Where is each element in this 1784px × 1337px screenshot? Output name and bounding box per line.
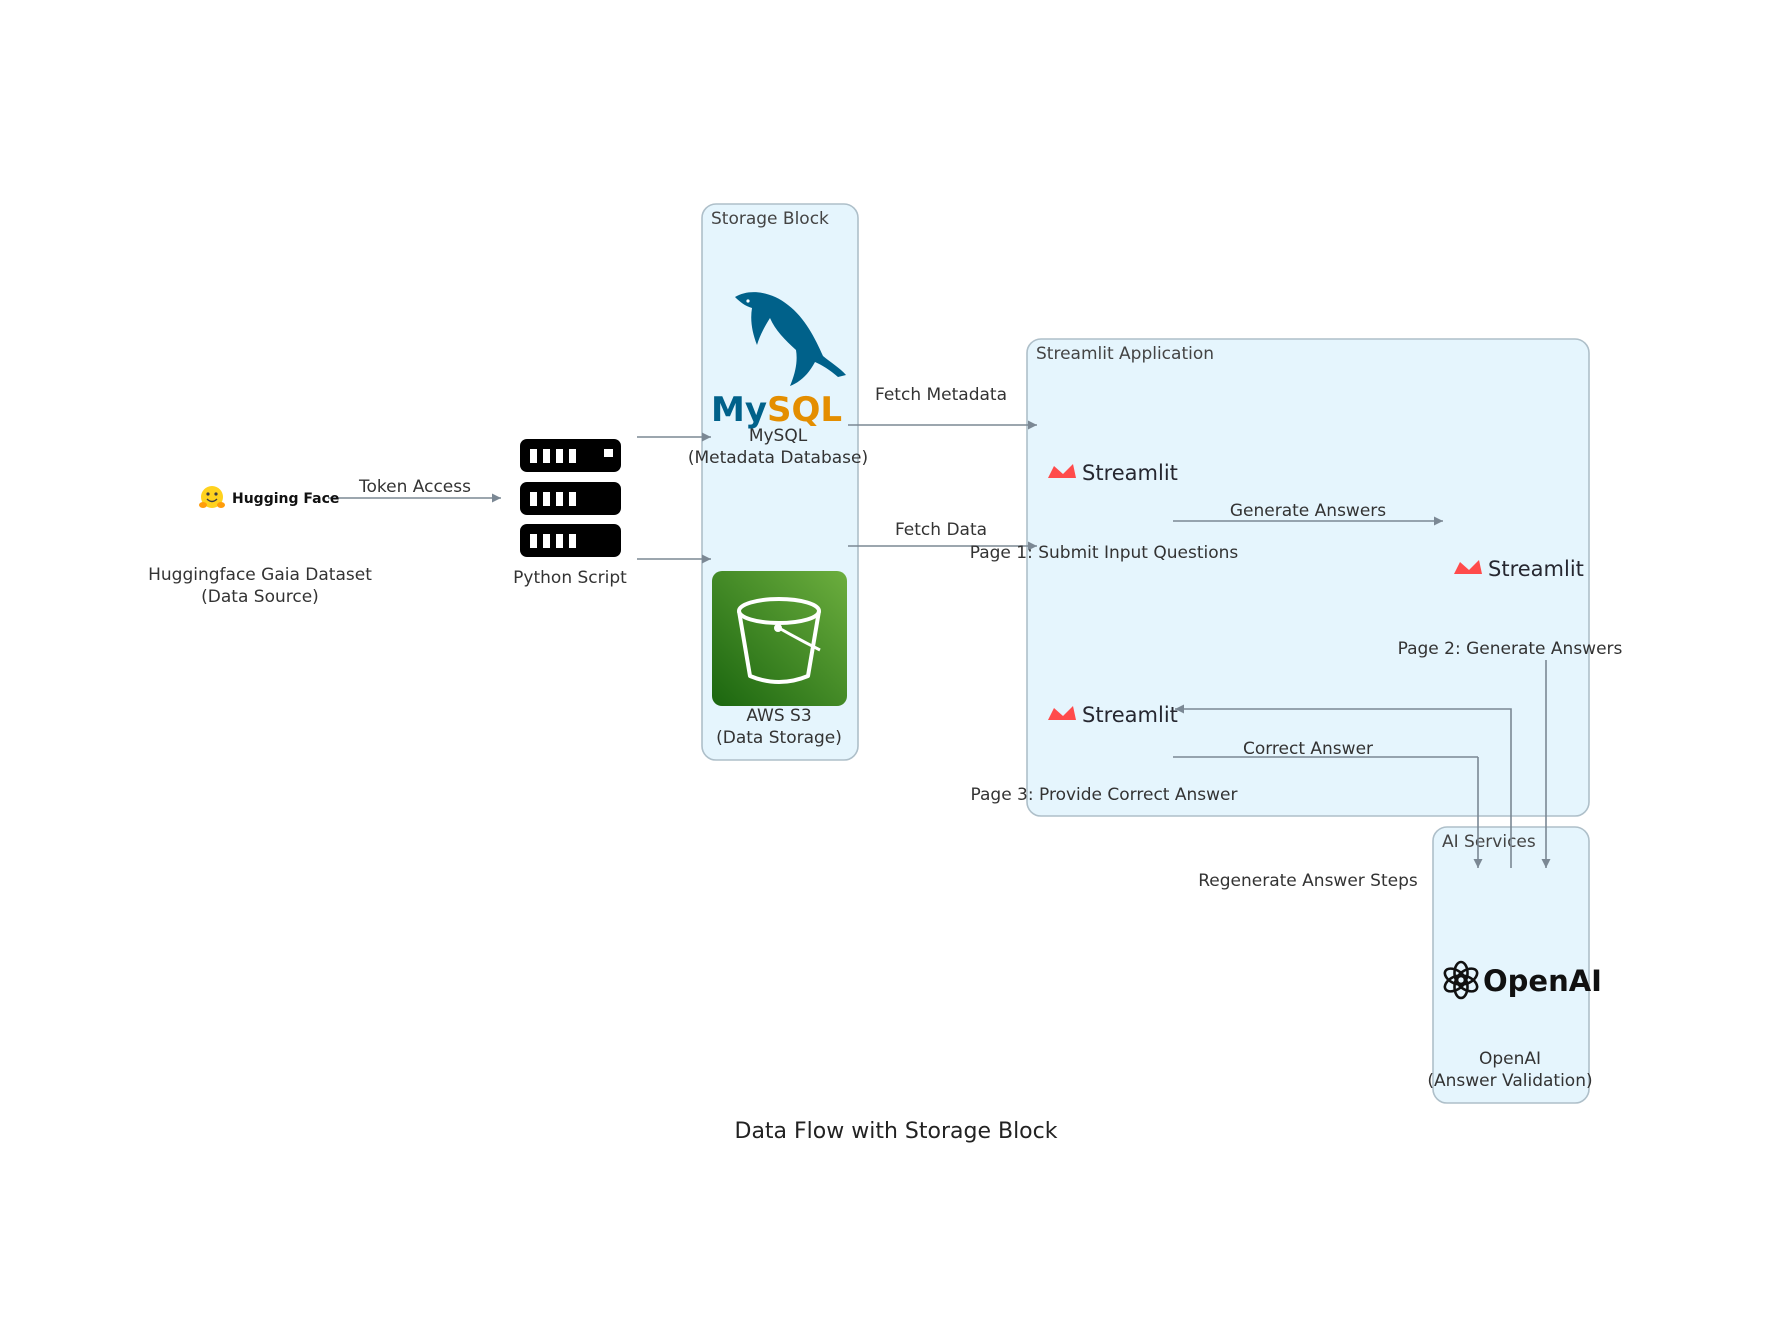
node-huggingface: Hugging Face Huggingface Gaia Dataset (D…: [148, 486, 372, 607]
hugging-face-logo-text: Hugging Face: [232, 491, 339, 507]
hugging-face-icon: [199, 486, 225, 508]
node-page1: Streamlit Page 1: Submit Input Questions: [970, 461, 1239, 563]
node-openai: OpenAI OpenAI (Answer Validation): [1427, 960, 1602, 1091]
edge-fetch-data: Fetch Data: [848, 520, 1037, 551]
mysql-label-line2: (Metadata Database): [688, 448, 868, 468]
edge-label-fetch-data: Fetch Data: [895, 520, 987, 540]
edge-label-regenerate-steps: Regenerate Answer Steps: [1198, 871, 1418, 891]
edge-correct-answer: Correct Answer: [1173, 739, 1478, 759]
openai-label-line1: OpenAI: [1479, 1049, 1541, 1069]
mysql-label-line1: MySQL: [749, 426, 808, 446]
cluster-streamlit-application: Streamlit Application: [1026, 338, 1590, 817]
s3-bucket-icon: [712, 571, 847, 706]
edge-label-generate-answers: Generate Answers: [1230, 501, 1386, 521]
huggingface-label-line1: Huggingface Gaia Dataset: [148, 565, 372, 585]
node-page3: Streamlit Page 3: Provide Correct Answer: [971, 703, 1238, 805]
page1-streamlit-logo-text: Streamlit: [1082, 461, 1178, 485]
cluster-storage-label: Storage Block: [711, 209, 829, 229]
edge-label-token-access: Token Access: [358, 477, 471, 497]
s3-label-line2: (Data Storage): [716, 728, 842, 748]
openai-label-line2: (Answer Validation): [1427, 1071, 1592, 1091]
streamlit-crown-icon: [1048, 464, 1076, 478]
page1-label: Page 1: Submit Input Questions: [970, 543, 1239, 563]
page3-streamlit-logo-text: Streamlit: [1082, 703, 1178, 727]
node-mysql: MySQL MySQL (Metadata Database): [688, 292, 868, 468]
node-python-script: Python Script: [513, 439, 627, 588]
python-script-label: Python Script: [513, 568, 627, 588]
edge-regenerate-steps: Regenerate Answer Steps: [1198, 757, 1483, 891]
mysql-logo-text: MySQL: [711, 390, 842, 430]
edge-token-access: Token Access: [328, 477, 501, 503]
edge-fetch-metadata: Fetch Metadata: [848, 385, 1037, 430]
cluster-ai-label: AI Services: [1442, 832, 1536, 852]
cluster-ai-services: AI Services: [1432, 826, 1590, 1104]
edge-label-correct-answer: Correct Answer: [1243, 739, 1373, 759]
page3-label: Page 3: Provide Correct Answer: [971, 785, 1238, 805]
node-page2: Streamlit Page 2: Generate Answers: [1398, 557, 1623, 659]
node-aws-s3: AWS S3 (Data Storage): [712, 571, 847, 748]
mysql-dolphin-icon: [735, 292, 846, 386]
huggingface-label-line2: (Data Source): [201, 587, 319, 607]
cluster-streamlit-label: Streamlit Application: [1036, 344, 1214, 364]
openai-logo-text: OpenAI: [1483, 964, 1602, 998]
edge-openai-to-page3: [1175, 704, 1512, 868]
diagram-title: Data Flow with Storage Block: [735, 1119, 1058, 1144]
server-rack-icon: [520, 439, 621, 557]
s3-label-line1: AWS S3: [746, 706, 811, 726]
edge-generate-answers: Generate Answers: [1173, 501, 1443, 526]
page2-label: Page 2: Generate Answers: [1398, 639, 1623, 659]
streamlit-crown-icon: [1048, 706, 1076, 720]
streamlit-crown-icon: [1454, 560, 1482, 574]
edge-label-fetch-metadata: Fetch Metadata: [875, 385, 1007, 405]
page2-streamlit-logo-text: Streamlit: [1488, 557, 1584, 581]
openai-knot-icon: [1443, 960, 1479, 1000]
